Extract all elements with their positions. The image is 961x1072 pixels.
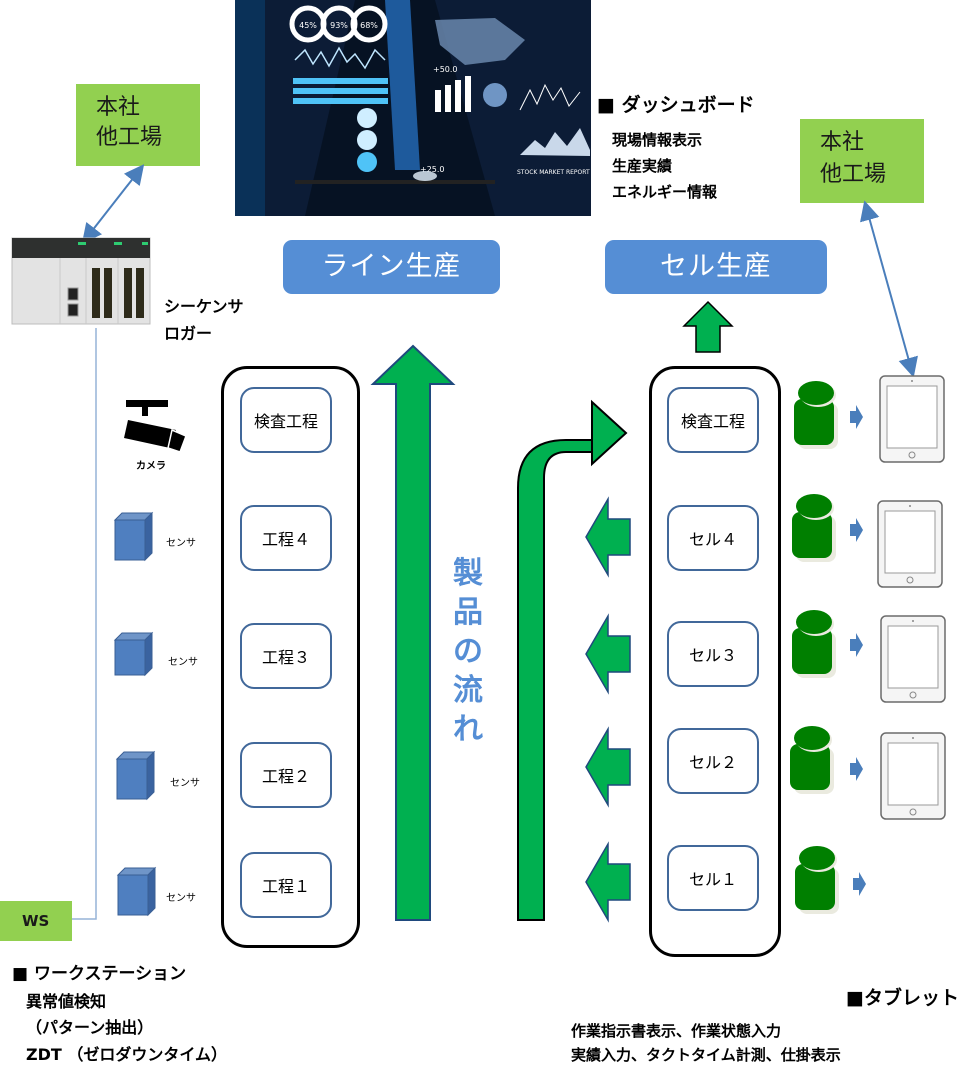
sensor-label-4: センサ	[166, 893, 196, 904]
product-flow-char-2: 品	[453, 595, 483, 630]
cell3-left-arrow	[585, 613, 631, 695]
worker-icon-3	[792, 610, 836, 678]
line-step-inspection: 検査工程	[240, 387, 332, 453]
workstation-title: ■ ワークステーション	[12, 964, 187, 984]
product-flow-char-3: の	[453, 634, 483, 669]
worker-to-tablet-arrow-3	[850, 633, 863, 657]
dashboard-photo-art: 45% 93% 68% +50.0 +25.0 STOCK MARKET REP…	[235, 0, 591, 216]
gauge-3: 68%	[360, 21, 378, 30]
cell4-left-arrow	[585, 496, 631, 578]
worker-to-tablet-arrow-1	[850, 405, 863, 429]
link-hq-right-tablet	[860, 200, 918, 378]
sensor-bus-line	[72, 328, 97, 920]
dashboard-item-production-results: 生産実績	[612, 157, 673, 175]
worker-icon-1	[794, 381, 838, 449]
product-flow-char-1: 製	[453, 556, 483, 591]
tablet-icon-3	[880, 615, 946, 703]
cell-production-title: セル生産	[605, 240, 827, 294]
cell-step-2: セル２	[667, 728, 759, 794]
tablet-desc-line1: 作業指示書表示、作業状態入力	[571, 1022, 782, 1040]
sensor-label-2: センサ	[168, 657, 198, 668]
dashboard-photo: 45% 93% 68% +50.0 +25.0 STOCK MARKET REP…	[235, 0, 591, 216]
tablet-icon-2	[877, 500, 943, 588]
worker-icon-5	[795, 846, 839, 914]
overlay-value-2: +25.0	[420, 165, 445, 174]
worker-to-tablet-arrow-5	[853, 872, 866, 896]
tablet-desc-line2: 実績入力、タクトタイム計測、仕掛表示	[571, 1046, 841, 1064]
hq-right-line2: 他工場	[820, 162, 887, 187]
workstation-box: WS	[0, 901, 72, 941]
hq-left-line2: 他工場	[96, 125, 163, 150]
dashboard-item-energy-info: エネルギー情報	[612, 183, 718, 201]
hq-box-left: 本社 他工場	[76, 84, 200, 166]
line-step-2: 工程２	[240, 742, 332, 808]
workstation-box-label: WS	[22, 912, 50, 930]
camera-label: カメラ	[136, 461, 166, 472]
sensor-icon-2	[113, 631, 154, 677]
sensor-label-1: センサ	[166, 538, 196, 549]
line-flow-up-arrow	[370, 344, 456, 921]
cell-step-4: セル４	[667, 505, 759, 571]
cell-step-1: セル１	[667, 845, 759, 911]
workstation-item-anomaly: 異常値検知	[26, 992, 107, 1011]
cell1-left-arrow	[585, 841, 631, 923]
sensor-icon-3	[115, 750, 156, 801]
line-step-4: 工程４	[240, 505, 332, 571]
sequencer-label-line1: シーケンサ	[164, 297, 244, 316]
cell-output-up-arrow	[682, 300, 734, 353]
gauge-2: 93%	[330, 21, 348, 30]
hq-left-line1: 本社	[96, 95, 141, 120]
cell-step-3: セル３	[667, 621, 759, 687]
tablet-icon-4	[880, 732, 946, 820]
sensor-icon-1	[113, 511, 154, 562]
hq-box-right: 本社 他工場	[800, 119, 924, 203]
sensor-label-3: センサ	[170, 778, 200, 789]
dashboard-item-site-info: 現場情報表示	[612, 131, 703, 149]
workstation-item-zdt: ZDT （ゼロダウンタイム）	[26, 1045, 228, 1064]
worker-icon-4	[790, 726, 834, 794]
link-hq-left-sequencer	[81, 164, 145, 244]
overlay-value-1: +50.0	[433, 65, 458, 74]
hq-right-line1: 本社	[820, 130, 865, 155]
line-production-title: ライン生産	[283, 240, 500, 294]
workstation-item-pattern: （パターン抽出）	[26, 1018, 154, 1037]
sensor-icon-4	[116, 866, 157, 917]
tablet-icon-1	[879, 375, 945, 463]
line-step-1: 工程１	[240, 852, 332, 918]
overlay-caption: STOCK MARKET REPORT	[517, 169, 590, 176]
cell-flow-bent-arrow	[517, 399, 628, 921]
tablet-title: ■タブレット	[846, 987, 959, 1009]
line-step-3: 工程３	[240, 623, 332, 689]
product-flow-char-5: れ	[453, 712, 483, 747]
sequencer-icon	[11, 237, 151, 325]
product-flow-char-4: 流	[453, 673, 483, 708]
cell-step-inspection: 検査工程	[667, 387, 759, 453]
worker-icon-2	[792, 494, 836, 562]
camera-icon	[124, 400, 187, 453]
cell2-left-arrow	[585, 726, 631, 808]
dashboard-title: ■ ダッシュボード	[597, 94, 755, 116]
worker-to-tablet-arrow-2	[850, 518, 863, 542]
worker-to-tablet-arrow-4	[850, 757, 863, 781]
sequencer-label-line2: ロガー	[164, 324, 213, 343]
gauge-1: 45%	[299, 21, 317, 30]
